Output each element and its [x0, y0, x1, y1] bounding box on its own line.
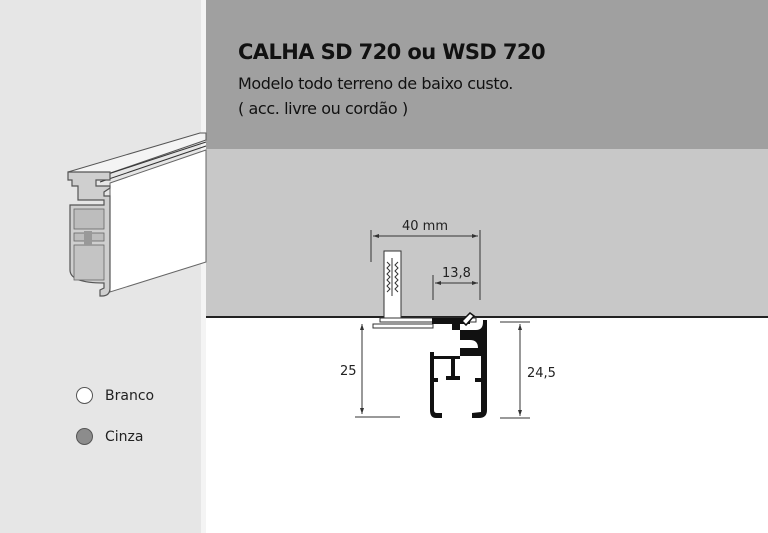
legend-item-branco: Branco: [76, 387, 154, 404]
dimension-width: 40 mm: [402, 219, 449, 234]
legend-label: Cinza: [105, 428, 144, 445]
white-swatch-icon: [76, 387, 93, 404]
rail-3d-illustration: [67, 132, 207, 297]
wall-band: [206, 149, 768, 316]
product-title: CALHA SD 720 ou WSD 720: [238, 40, 546, 64]
dimension-height-left: 25: [340, 364, 357, 379]
legend-item-cinza: Cinza: [76, 428, 143, 445]
panel-gap: [201, 0, 206, 533]
dimension-offset: 13,8: [442, 266, 471, 281]
gray-swatch-icon: [76, 428, 93, 445]
product-subtitle: Modelo todo terreno de baixo custo.: [238, 74, 513, 93]
ceiling-line: [206, 316, 768, 318]
dimension-height-right: 24,5: [527, 366, 556, 381]
legend-label: Branco: [105, 387, 155, 404]
header-band: [206, 0, 768, 149]
product-note: ( acc. livre ou cordão ): [238, 99, 408, 118]
